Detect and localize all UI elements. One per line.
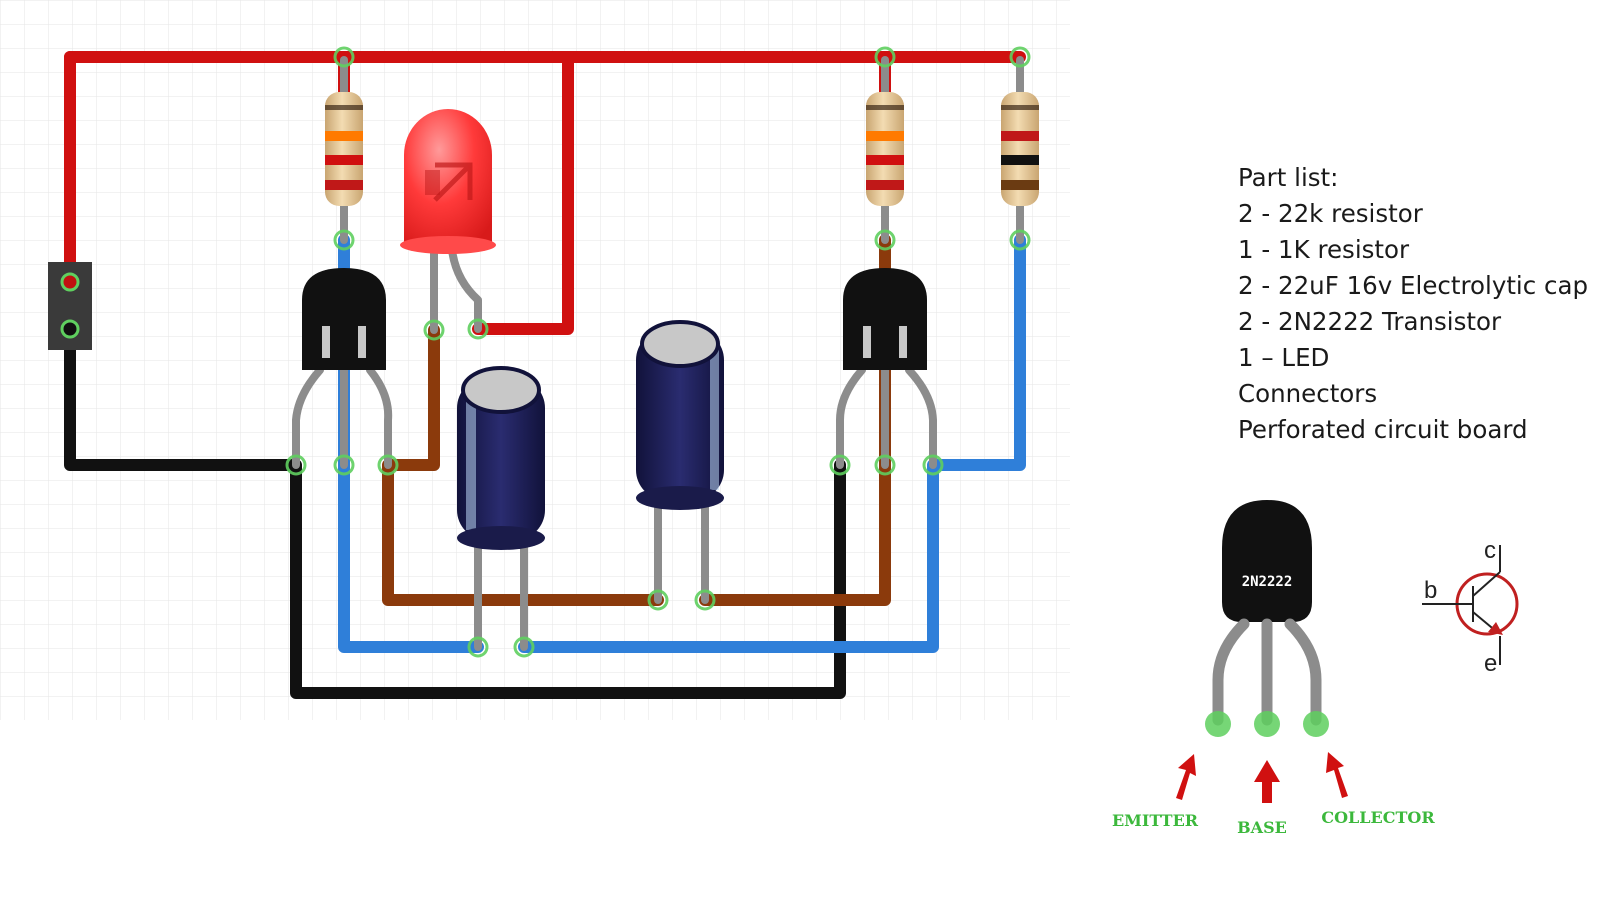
ground-wire: [64, 324, 846, 699]
resistor-1k: [1001, 92, 1039, 206]
resistor-22k-right: [866, 92, 904, 206]
transistor-right: [843, 268, 927, 370]
power-connector: [48, 262, 92, 350]
pin-arrows: [1176, 752, 1348, 803]
solder-pads: [285, 46, 1031, 658]
led-red: [400, 109, 496, 254]
npn-transistor-symbol: b c e: [1422, 537, 1519, 677]
symbol-emitter-label: e: [1484, 650, 1497, 677]
part-list-item: Connectors: [1238, 379, 1378, 408]
symbol-base-label: b: [1424, 577, 1437, 604]
transistor-left: [302, 268, 386, 370]
part-list-item: 2 - 22uF 16v Electrolytic cap: [1238, 271, 1589, 300]
part-list: Part list: 2 - 22k resistor 1 - 1K resis…: [1238, 160, 1588, 448]
resistor-22k-left: [325, 92, 363, 206]
capacitor-right: [636, 320, 724, 510]
part-list-title: Part list:: [1238, 163, 1339, 192]
symbol-collector-label: c: [1484, 537, 1496, 564]
transistor-pinout-detail: 2N2222 EMITTER BASE COLLECTOR: [1112, 500, 1435, 837]
part-list-item: 1 - 1K resistor: [1238, 235, 1410, 264]
collector-label: COLLECTOR: [1321, 808, 1435, 827]
capacitor-left: [457, 366, 545, 550]
part-list-item: Perforated circuit board: [1238, 415, 1528, 444]
part-list-item: 2 - 22k resistor: [1238, 199, 1423, 228]
base-label: BASE: [1237, 818, 1287, 837]
part-list-item: 2 - 2N2222 Transistor: [1238, 307, 1502, 336]
transistor-marking: 2N2222: [1242, 574, 1293, 590]
part-list-item: 1 – LED: [1238, 343, 1330, 372]
emitter-label: EMITTER: [1112, 811, 1199, 830]
positive-wire: [64, 51, 1026, 335]
